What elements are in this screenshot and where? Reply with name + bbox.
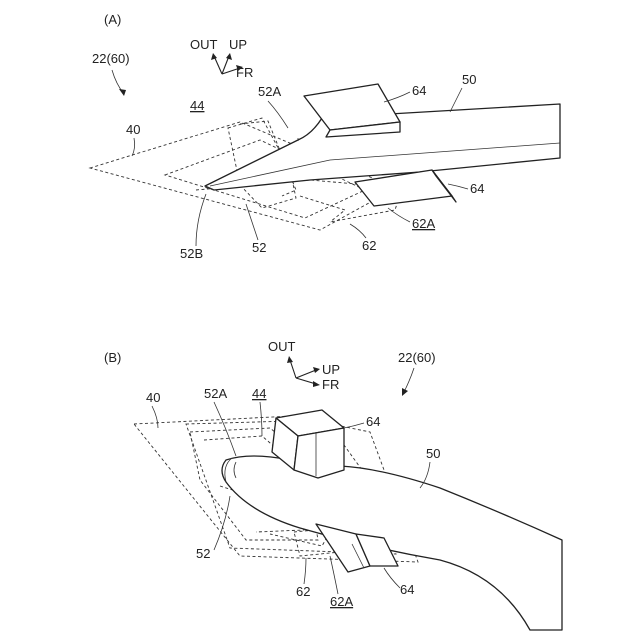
panel-a-ref-62A: 62A — [412, 216, 435, 231]
panel-a-axis-up: UP — [229, 37, 247, 52]
panel-a-ref-52A: 52A — [258, 84, 281, 99]
panel-a: (A) 22(60) OUT UP FR — [90, 12, 560, 261]
panel-a-up-arrow — [222, 56, 229, 74]
panel-b-leader-64-top — [344, 423, 364, 428]
panel-a-ref-44: 44 — [190, 98, 204, 113]
panel-b-ref-62A: 62A — [330, 594, 353, 609]
panel-a-out-arrow — [214, 56, 222, 74]
panel-b-axis-up: UP — [322, 362, 340, 377]
panel-a-ref-50: 50 — [462, 72, 476, 87]
panel-b-leader-44 — [260, 402, 262, 436]
panel-a-direction-indicator: OUT UP FR — [190, 37, 253, 80]
panel-b-leader-62 — [304, 558, 306, 584]
panel-a-leader-52B — [196, 194, 206, 246]
panel-b-leader-62A — [330, 556, 338, 594]
panel-b-member-50 — [222, 456, 562, 630]
panel-b: (B) OUT UP FR 22(60) — [104, 339, 562, 630]
panel-a-leader-64-top — [384, 92, 410, 102]
panel-b-axis-out: OUT — [268, 339, 296, 354]
panel-a-leader-52A — [268, 101, 288, 128]
panel-b-up-arrow — [296, 370, 316, 378]
panel-a-leader-62A — [388, 208, 410, 222]
panel-a-hidden-62 — [300, 196, 345, 222]
panel-a-leader-52 — [246, 204, 258, 240]
panel-a-ref-62: 62 — [362, 238, 376, 253]
panel-b-direction-indicator: OUT UP FR — [268, 339, 340, 392]
panel-b-ref-62: 62 — [296, 584, 310, 599]
panel-b-assembly-label: 22(60) — [398, 350, 436, 365]
panel-a-axis-out: OUT — [190, 37, 218, 52]
panel-a-up-arrowhead — [226, 53, 232, 60]
panel-b-out-arrow — [290, 360, 296, 378]
panel-b-up-arrowhead — [313, 367, 320, 373]
panel-b-ref-64-top: 64 — [366, 414, 380, 429]
panel-a-leader-64-bottom — [448, 184, 468, 189]
panel-b-ref-52: 52 — [196, 546, 210, 561]
panel-b-ref-52A: 52A — [204, 386, 227, 401]
panel-b-leader-52A — [214, 402, 236, 456]
panel-a-assembly-arrowhead — [119, 89, 126, 96]
panel-b-leader-64-bottom — [384, 568, 400, 588]
panel-b-member-50-body — [222, 456, 562, 630]
panel-a-label: (A) — [104, 12, 121, 27]
panel-a-ref-52B: 52B — [180, 246, 203, 261]
panel-b-ref-50: 50 — [426, 446, 440, 461]
panel-a-leader-62 — [350, 224, 366, 238]
panel-b-ref-64-bottom: 64 — [400, 582, 414, 597]
panel-a-out-arrowhead — [211, 53, 217, 60]
panel-a-leader-50 — [450, 88, 462, 112]
panel-a-leader-40 — [132, 138, 135, 156]
panel-b-axis-fr: FR — [322, 377, 339, 392]
panel-a-ref-64-top: 64 — [412, 83, 426, 98]
panel-b-clip-64-top-front — [294, 428, 344, 478]
panel-a-ref-40: 40 — [126, 122, 140, 137]
panel-b-ref-44: 44 — [252, 386, 266, 401]
panel-a-ref-64-bottom: 64 — [470, 181, 484, 196]
panel-b-fr-arrowhead — [313, 381, 320, 387]
panel-b-assembly-leader — [404, 368, 414, 392]
panel-b-leader-40 — [152, 406, 158, 428]
panel-a-assembly-label: 22(60) — [92, 51, 130, 66]
panel-b-label: (B) — [104, 350, 121, 365]
panel-b-out-arrowhead — [287, 356, 293, 363]
panel-b-ref-40: 40 — [146, 390, 160, 405]
panel-a-ref-52: 52 — [252, 240, 266, 255]
